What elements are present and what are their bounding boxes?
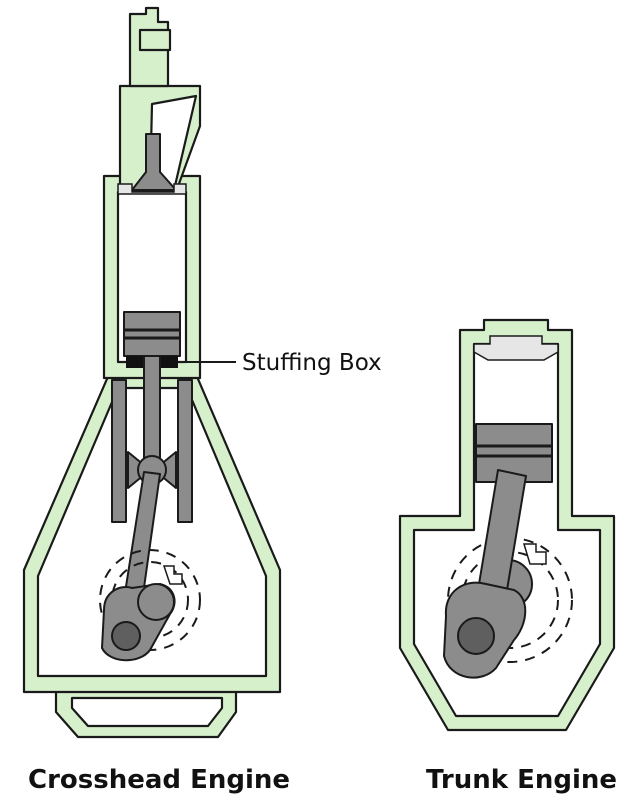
crosshead-crankpin bbox=[111, 621, 141, 651]
trunk-piston bbox=[475, 423, 553, 483]
stuffing-box-label: Stuffing Box bbox=[242, 350, 382, 376]
crosshead-valve-cap bbox=[138, 28, 172, 52]
trunk-crank-key bbox=[522, 543, 547, 565]
crosshead-base-inner bbox=[70, 696, 224, 728]
crosshead-guide-left bbox=[111, 379, 127, 523]
crosshead-crankshaft bbox=[137, 583, 175, 621]
trunk-engine-title: Trunk Engine bbox=[426, 765, 617, 795]
trunk-head-cap bbox=[473, 335, 559, 361]
crosshead-crank-key bbox=[162, 565, 183, 585]
crosshead-head-cap bbox=[117, 183, 187, 195]
trunk-engine bbox=[398, 318, 616, 732]
crosshead-piston bbox=[123, 311, 181, 357]
crosshead-guide-right bbox=[177, 379, 193, 523]
crosshead-engine bbox=[22, 6, 282, 739]
crosshead-engine-title: Crosshead Engine bbox=[28, 765, 290, 795]
crosshead-piston-rod bbox=[143, 355, 161, 461]
trunk-crankpin bbox=[457, 617, 495, 655]
